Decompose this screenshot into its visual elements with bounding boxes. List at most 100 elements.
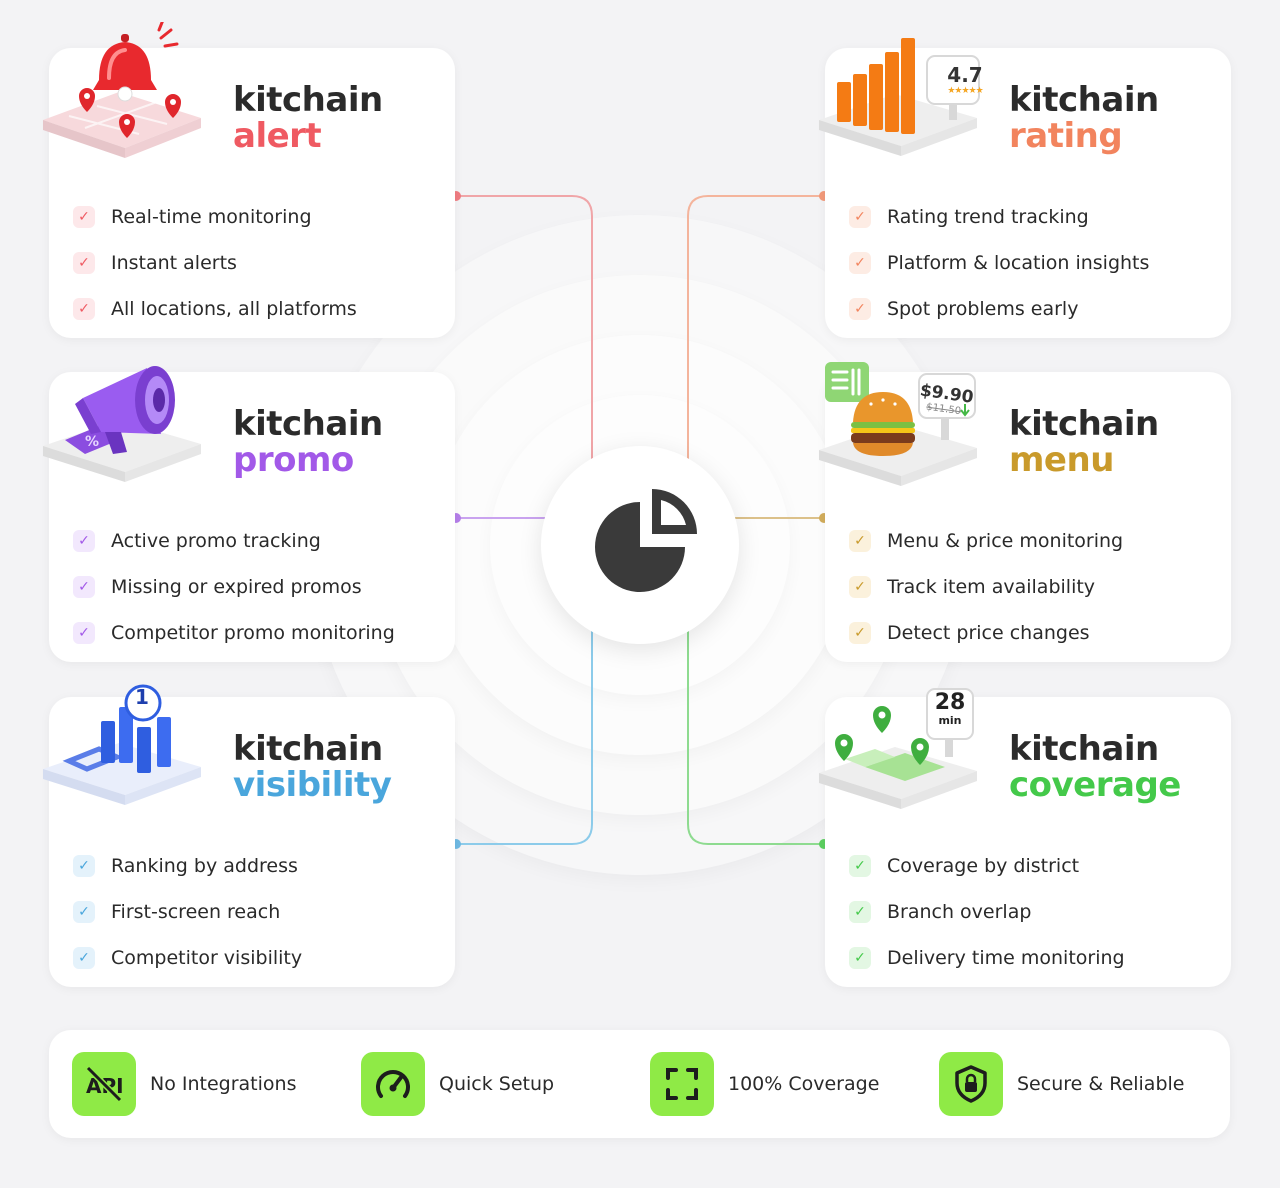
check-icon: ✓ xyxy=(73,252,95,274)
brand-name: kitchain xyxy=(233,404,383,444)
list-item: ✓Ranking by address xyxy=(73,843,302,889)
card-title: kitchain promo xyxy=(233,406,383,478)
megaphone-icon: % xyxy=(43,366,201,482)
check-icon: ✓ xyxy=(849,901,871,923)
coverage-map-icon xyxy=(819,688,977,809)
product-name: promo xyxy=(233,440,354,480)
check-icon: ✓ xyxy=(73,206,95,228)
check-icon: ✓ xyxy=(849,298,871,320)
feature-label: No Integrations xyxy=(150,1073,297,1095)
delivery-time-unit: min xyxy=(938,714,962,727)
list-item: ✓Instant alerts xyxy=(73,240,357,286)
list-item: ✓Branch overlap xyxy=(849,889,1125,935)
brand-name: kitchain xyxy=(1009,404,1159,444)
list-item: ✓Spot problems early xyxy=(849,286,1149,332)
feature-secure: Secure & Reliable xyxy=(939,1052,1184,1116)
bell-map-icon xyxy=(43,22,201,158)
list-item: ✓Coverage by district xyxy=(849,843,1125,889)
ranking-bars-icon xyxy=(43,684,201,805)
list-item: ✓Track item availability xyxy=(849,564,1123,610)
delivery-time-value: 28 xyxy=(934,690,966,715)
connector-dot-menu xyxy=(819,513,829,523)
connector-dot-visibility xyxy=(451,839,461,849)
feature-list: ✓Menu & price monitoring ✓Track item ava… xyxy=(849,518,1123,656)
check-icon: ✓ xyxy=(73,298,95,320)
connector-visibility xyxy=(456,620,593,845)
list-item: ✓Competitor visibility xyxy=(73,935,302,981)
feature-label: 100% Coverage xyxy=(728,1073,880,1095)
check-icon: ✓ xyxy=(73,901,95,923)
product-name: coverage xyxy=(1009,765,1181,805)
list-item: ✓Detect price changes xyxy=(849,610,1123,656)
frame-corners-icon xyxy=(650,1052,714,1116)
connector-dot-alert xyxy=(451,191,461,201)
connector-coverage xyxy=(687,620,824,845)
brand-name: kitchain xyxy=(1009,729,1159,769)
connector-dot-promo xyxy=(451,513,461,523)
central-hub xyxy=(541,446,739,644)
feature-label: Quick Setup xyxy=(439,1073,555,1095)
features-bar: API No Integrations Quick Setup 100% Cov… xyxy=(49,1030,1230,1138)
connector-dot-coverage xyxy=(819,839,829,849)
brand-name: kitchain xyxy=(233,729,383,769)
product-name: rating xyxy=(1009,116,1123,156)
check-icon: ✓ xyxy=(73,622,95,644)
rating-chart-icon xyxy=(819,38,980,156)
product-name: menu xyxy=(1009,440,1114,480)
card-title: kitchain menu xyxy=(1009,406,1159,478)
list-item: ✓First-screen reach xyxy=(73,889,302,935)
list-item: ✓Delivery time monitoring xyxy=(849,935,1125,981)
feature-list: ✓Real-time monitoring ✓Instant alerts ✓A… xyxy=(73,194,357,332)
card-title: kitchain coverage xyxy=(1009,731,1181,803)
feature-label: Secure & Reliable xyxy=(1017,1073,1185,1095)
delivery-time-badge: 28 min xyxy=(927,691,973,727)
check-icon: ✓ xyxy=(849,622,871,644)
check-icon: ✓ xyxy=(73,855,95,877)
check-icon: ✓ xyxy=(73,947,95,969)
check-icon: ✓ xyxy=(849,855,871,877)
check-icon: ✓ xyxy=(849,576,871,598)
speedometer-icon xyxy=(361,1052,425,1116)
check-icon: ✓ xyxy=(73,530,95,552)
list-item: ✓All locations, all platforms xyxy=(73,286,357,332)
feature-list: ✓Ranking by address ✓First-screen reach … xyxy=(73,843,302,981)
check-icon: ✓ xyxy=(849,206,871,228)
brand-name: kitchain xyxy=(1009,80,1159,120)
burger-price-icon xyxy=(819,362,977,486)
card-title: kitchain visibility xyxy=(233,729,392,805)
brand-name: kitchain xyxy=(233,80,383,120)
connector-dot-rating xyxy=(819,191,829,201)
card-title: kitchain rating xyxy=(1009,82,1159,154)
list-item: ✓Missing or expired promos xyxy=(73,564,395,610)
card-visibility: 1 kitchain visibility ✓Ranking by addres… xyxy=(43,684,455,987)
rating-badge: 4.7 ★★★★★ xyxy=(939,64,991,96)
feature-list: ✓Coverage by district ✓Branch overlap ✓D… xyxy=(849,843,1125,981)
list-item: ✓Competitor promo monitoring xyxy=(73,610,395,656)
product-name: alert xyxy=(233,116,322,156)
rank-badge: 1 xyxy=(135,685,149,709)
connector-alert xyxy=(456,195,593,470)
card-title: kitchain alert xyxy=(233,82,383,154)
feature-coverage: 100% Coverage xyxy=(650,1052,879,1116)
check-icon: ✓ xyxy=(849,252,871,274)
shield-lock-icon xyxy=(939,1052,1003,1116)
product-name: visibility xyxy=(233,765,392,805)
card-menu: $9.90 $11.50 kitchain menu ✓Menu & price… xyxy=(819,362,1231,662)
feature-no-integrations: API No Integrations xyxy=(72,1052,296,1116)
check-icon: ✓ xyxy=(849,530,871,552)
card-promo: % kitchain promo ✓Active promo tracking … xyxy=(43,366,455,662)
rating-stars: ★★★★★ xyxy=(947,86,983,96)
feature-list: ✓Rating trend tracking ✓Platform & locat… xyxy=(849,194,1149,332)
no-api-icon: API xyxy=(72,1052,136,1116)
svg-text:%: % xyxy=(85,434,99,450)
list-item: ✓Platform & location insights xyxy=(849,240,1149,286)
list-item: ✓Menu & price monitoring xyxy=(849,518,1123,564)
connector-rating xyxy=(687,195,824,470)
check-icon: ✓ xyxy=(73,576,95,598)
card-alert: kitchain alert ✓Real-time monitoring ✓In… xyxy=(43,22,455,338)
feature-list: ✓Active promo tracking ✓Missing or expir… xyxy=(73,518,395,656)
card-rating: 4.7 ★★★★★ kitchain rating ✓Rating trend … xyxy=(819,38,1231,338)
list-item: ✓Real-time monitoring xyxy=(73,194,357,240)
feature-quick-setup: Quick Setup xyxy=(361,1052,554,1116)
